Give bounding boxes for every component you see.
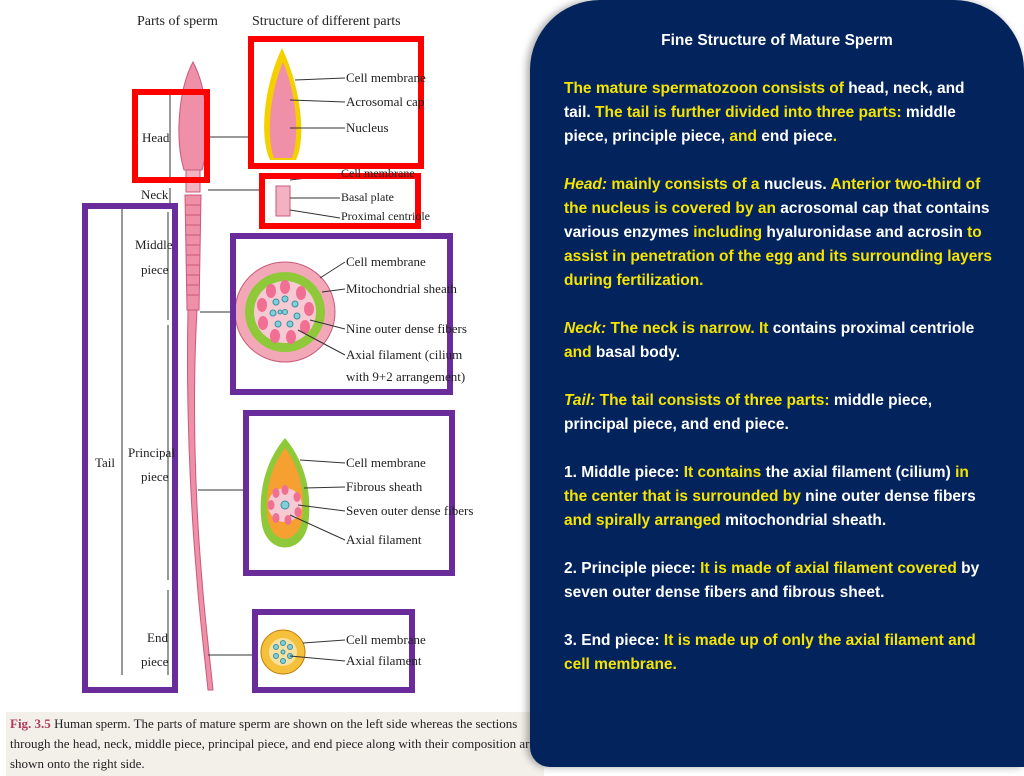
label-tail: Tail (95, 455, 116, 470)
text-run: head, neck, and tail. (564, 80, 965, 121)
text-run: nine outer dense fibers (805, 488, 976, 505)
principal-label-dense-fibers: Seven outer dense fibers (346, 503, 474, 518)
text-run: The mature spermatozoon consists of (564, 80, 849, 97)
sperm-figure: Parts of sperm Structure of different pa… (6, 14, 544, 776)
principal-label-cell-membrane: Cell membrane (346, 455, 426, 470)
text-run: to assist in penetration of the egg and … (564, 224, 993, 289)
text-run: nucleus. (763, 176, 831, 193)
text-run: 1. Middle piece: (564, 464, 684, 481)
label-middle-1: Middle (135, 237, 173, 252)
head-label-acrosomal-cap: Acrosomal cap (346, 94, 425, 109)
pointer-lines (198, 136, 262, 656)
neck-label-proximal-centriole: Proximal centriole (341, 209, 430, 223)
text-run: the axial filament (cilium) (765, 464, 956, 481)
text-run: mainly consists of a (607, 176, 764, 193)
paragraph-end-piece: 3. End piece: It is made up of only the … (564, 629, 994, 677)
end-label-axial-filament: Axial filament (346, 653, 422, 668)
principal-label-fibrous-sheath: Fibrous sheath (346, 479, 423, 494)
neck-label-cell-membrane: Cell membrane (341, 166, 415, 180)
paragraph-head: Head: mainly consists of a nucleus. Ante… (564, 173, 994, 293)
head-section (264, 48, 346, 160)
panel-text: The mature spermatozoon consists of head… (564, 77, 994, 701)
neck-label-basal-plate: Basal plate (341, 190, 394, 204)
paragraph-neck: Neck: The neck is narrow. It contains pr… (564, 317, 994, 365)
text-run: The neck is narrow. It (606, 320, 773, 337)
principal-label-axial-filament: Axial filament (346, 532, 422, 547)
text-run: middle piece, principal piece, and end p… (564, 392, 933, 433)
middle-label-cell-membrane: Cell membrane (346, 254, 426, 269)
text-run: Neck: (564, 320, 607, 337)
sperm-diagram (82, 36, 455, 693)
text-run: middle piece, principle piece, (564, 104, 956, 145)
text-run: end piece (761, 128, 833, 145)
middle-label-outer-dense-fibers: Nine outer dense fibers (346, 321, 467, 336)
paragraph-middle-piece: 1. Middle piece: It contains the axial f… (564, 461, 994, 533)
text-run: and (729, 128, 762, 145)
caption-fig-number: Fig. 3.5 (10, 716, 51, 731)
label-end-2: piece (141, 654, 169, 669)
text-run: 3. End piece: (564, 632, 664, 649)
info-panel: Fine Structure of Mature Sperm The matur… (530, 0, 1024, 767)
middle-label-arrangement: with 9+2 arrangement) (346, 369, 466, 384)
text-run: Head: (564, 176, 608, 193)
text-run: . (832, 128, 838, 145)
middle-label-mitochondrial-sheath: Mitochondrial sheath (346, 281, 457, 296)
text-run: mitochondrial sheath. (725, 512, 887, 529)
label-end-1: End (147, 630, 168, 645)
text-run: in the center that is surrounded by (564, 464, 969, 505)
figure-caption: Fig. 3.5 Human sperm. The parts of matur… (6, 712, 544, 776)
header-parts-of-sperm: Parts of sperm (137, 14, 218, 29)
label-middle-2: piece (141, 262, 169, 277)
text-run: It is made up of only the axial filament… (564, 632, 976, 673)
text-run: and spirally arranged (564, 512, 726, 529)
header-structure: Structure of different parts (252, 14, 401, 29)
label-principal-1: Principal (128, 445, 175, 460)
text-run: It is made of axial filament covered (700, 560, 962, 577)
neck-section (275, 173, 341, 219)
end-label-cell-membrane: Cell membrane (346, 632, 426, 647)
part-brackets (121, 92, 171, 675)
text-run: The tail is further divided into three p… (595, 104, 906, 121)
middle-label-axial-filament: Axial filament (cilium (346, 347, 463, 362)
paragraph-overview: The mature spermatozoon consists of head… (564, 77, 994, 149)
panel-title: Fine Structure of Mature Sperm (661, 32, 893, 49)
caption-text: Human sperm. The parts of mature sperm a… (10, 716, 536, 771)
principal-piece-section (260, 438, 346, 548)
end-piece-section (260, 629, 346, 675)
text-run: Tail: (564, 392, 596, 409)
text-run: hyaluronidase and acrosin (766, 224, 968, 241)
text-run: and (564, 344, 596, 361)
text-run: It contains (683, 464, 766, 481)
head-label-cell-membrane: Cell membrane (346, 70, 426, 85)
text-run: contains proximal centriole (772, 320, 975, 337)
label-principal-2: piece (141, 469, 169, 484)
label-neck: Neck (141, 187, 169, 202)
paragraph-principle-piece: 2. Principle piece: It is made of axial … (564, 557, 994, 605)
text-run: 2. Principle piece: (564, 560, 701, 577)
head-label-nucleus: Nucleus (346, 120, 389, 135)
text-run: basal body. (595, 344, 680, 361)
text-run: Anterior two-third of the nucleus is cov… (564, 176, 981, 217)
highlight-boxes (82, 36, 455, 693)
text-run: acrosomal cap that contains various enzy… (564, 200, 990, 241)
label-head: Head (142, 130, 170, 145)
text-run: by seven outer dense fibers and fibrous … (564, 560, 980, 601)
text-run: including (693, 224, 767, 241)
middle-piece-section (234, 261, 346, 363)
paragraph-tail: Tail: The tail consists of three parts: … (564, 389, 994, 437)
text-run: The tail consists of three parts: (595, 392, 834, 409)
